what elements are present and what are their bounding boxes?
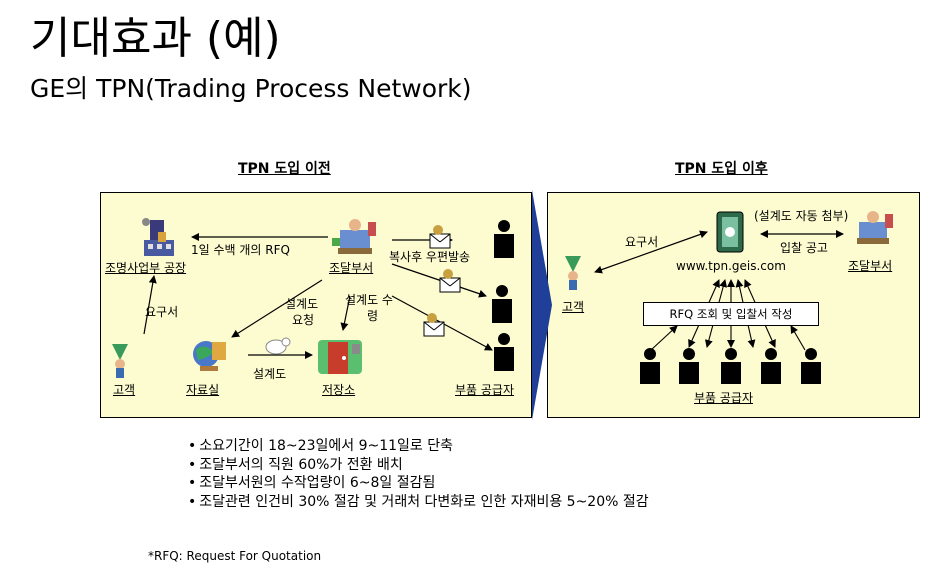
request-label: 요구서	[625, 235, 659, 249]
after-purchasing-label: 조달부서	[848, 259, 893, 273]
purchasing-worker-icon-after	[857, 211, 893, 244]
bid-notice-label: 입찰 공고	[780, 241, 828, 255]
rfq-box: RFQ 조회 및 입찰서 작성	[643, 302, 819, 326]
mail-icon-3	[423, 313, 445, 337]
after-customer-label: 고객	[562, 300, 585, 314]
edge-design-receive-label-1: 설계도 수	[345, 293, 393, 307]
supplier-icon-d	[761, 348, 781, 384]
slide-title: 기대효과 (예)	[30, 13, 281, 64]
edge-rfq-label: 1일 수백 개의 RFQ	[191, 243, 290, 257]
benefit-item: 조달관련 인건비 30% 절감 및 거래처 다변화로 인한 자재비용 5~20%…	[188, 493, 648, 512]
edge-design-request-label-1: 설계도	[285, 297, 319, 311]
benefit-list: 소요기간이 18~23일에서 9~11일로 단축 조달부서의 직원 60%가 전…	[188, 437, 649, 512]
customer-icon	[112, 344, 128, 378]
supplier-icon-3	[494, 333, 514, 371]
arrow-supplier-6	[790, 325, 806, 351]
slide-subtitle: GE의 TPN(Trading Process Network)	[30, 74, 472, 103]
before-panel	[100, 192, 532, 418]
edge-design-receive-label-2: 령	[367, 309, 379, 323]
auto-attach-label: (설계도 자동 첨부)	[754, 209, 849, 223]
after-suppliers-label: 부품 공급자	[694, 391, 754, 405]
transition-arrow	[532, 190, 552, 420]
mail-icon-1	[429, 225, 451, 249]
before-diagram	[112, 218, 514, 378]
arrow-supplier-0	[650, 325, 678, 351]
server-icon	[716, 211, 744, 253]
archive-label: 자료실	[186, 383, 220, 397]
archive-icon	[193, 341, 226, 371]
storage-icon	[318, 340, 362, 374]
factory-icon	[142, 218, 174, 256]
arrow-design-request	[231, 279, 323, 338]
edge-design-label: 설계도	[253, 367, 287, 381]
benefit-item: 조달부서원의 수작업량이 6~8일 절감됨	[188, 474, 649, 493]
benefit-item: 소요기간이 18~23일에서 9~11일로 단축	[188, 437, 649, 456]
url-label: www.tpn.geis.com	[676, 259, 786, 273]
supplier-icon-2	[492, 285, 512, 323]
edge-copy-mail-label: 복사후 우편발송	[389, 250, 471, 264]
factory-label: 조명사업부 공장	[105, 261, 187, 275]
benefit-item: 조달부서의 직원 60%가 전환 배치	[188, 456, 649, 475]
design-paper-icon	[265, 337, 291, 355]
edge-design-request-label-2: 요청	[292, 313, 315, 327]
customer-icon-after	[565, 256, 581, 290]
suppliers-label: 부품 공급자	[455, 383, 515, 397]
arrow-mail-2	[391, 263, 487, 298]
arrow-customer-server	[594, 230, 708, 274]
supplier-icon-a	[640, 348, 660, 384]
edge-request-label: 요구서	[145, 305, 179, 319]
purchasing-label: 조달부서	[329, 261, 374, 275]
arrow-design-receive	[340, 295, 351, 331]
supplier-icon-b	[679, 348, 699, 384]
after-heading: TPN 도입 이후	[675, 161, 768, 177]
supplier-icon-e	[801, 348, 821, 384]
supplier-icon-1	[494, 220, 514, 258]
arrow-customer-to-factory	[143, 275, 157, 335]
customer-label: 고객	[113, 383, 136, 397]
before-heading: TPN 도입 이전	[238, 161, 331, 177]
supplier-icon-c	[721, 348, 741, 384]
mail-icon-2	[439, 269, 461, 293]
storage-label: 저장소	[322, 383, 356, 397]
purchasing-worker-icon	[332, 219, 376, 254]
footnote: *RFQ: Request For Quotation	[148, 549, 322, 563]
